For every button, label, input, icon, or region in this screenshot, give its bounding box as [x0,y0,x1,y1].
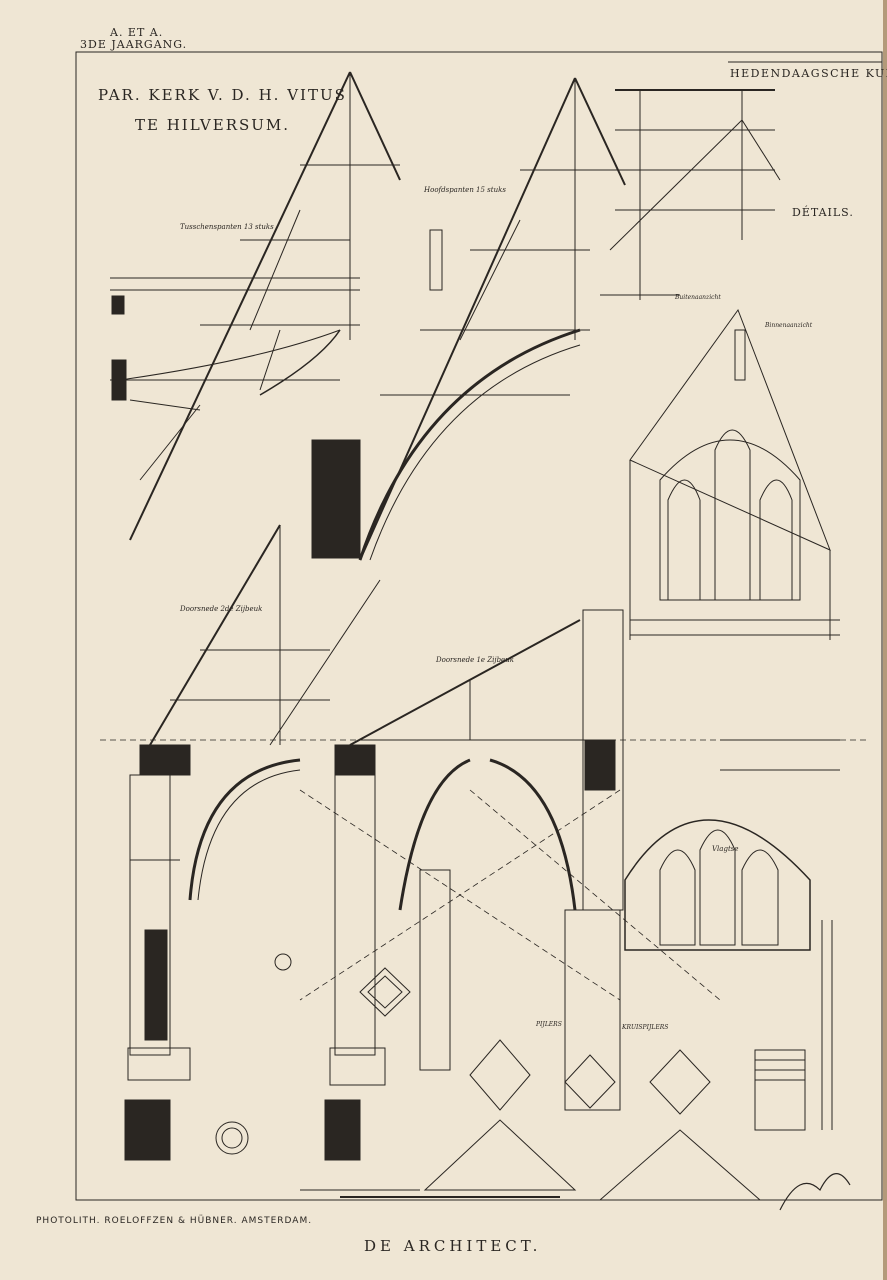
annotation-doorsnede-2: Doorsnede 2de Zijbeuk [180,605,263,613]
doorsnede-2-section [129,524,381,1056]
annotation-binnenaanzicht: Binnenaanzicht [765,322,813,329]
header-series: A. ET A. [110,26,164,39]
lower-window-elevation [624,739,840,951]
annotation-hoofdspanten: Hoofdspanten 15 stuks [424,186,506,194]
annotation-buitenaanzicht: Buitenaanzicht [675,294,721,301]
construction-lines [100,739,870,1001]
header-publication: HEDENDAAGSCHE KUNS [730,67,887,80]
hoofdspanten-truss [311,77,626,561]
pier-bases [124,1099,762,1201]
plate-frame [75,51,883,1201]
annotation-kruispijlers: KRUISPIJLERS [622,1024,669,1031]
annotation-doorsnede-1: Doorsnede 1e Zijbeuk [436,656,514,664]
plate-subtitle: TE HILVERSUM. [135,116,291,134]
tusschenspanten-truss [110,71,401,541]
printer-credit: PHOTOLITH. ROELOFFZEN & HÜBNER. AMSTERDA… [36,1216,313,1226]
annotation-pijlers: PIJLERS [536,1021,562,1028]
gable-window-elevation [629,308,840,640]
header-volume: 3DE JAARGANG. [80,38,188,51]
buttress-right [754,920,833,1131]
journal-name: DE ARCHITECT. [364,1237,542,1255]
details-label: DÉTAILS. [792,206,854,219]
annotation-vlagtse: Vlagtse [712,845,739,853]
annotation-tusschenspanten: Tusschenspanten 13 stuks [180,223,274,231]
paper-edge [883,0,887,1280]
ridge-detail [600,89,781,300]
plate-title: PAR. KERK V. D. H. VITUS [98,86,347,104]
doorsnede-1-section [334,609,624,1111]
artist-signature-mark [779,1173,851,1211]
pier-plans [127,953,711,1155]
